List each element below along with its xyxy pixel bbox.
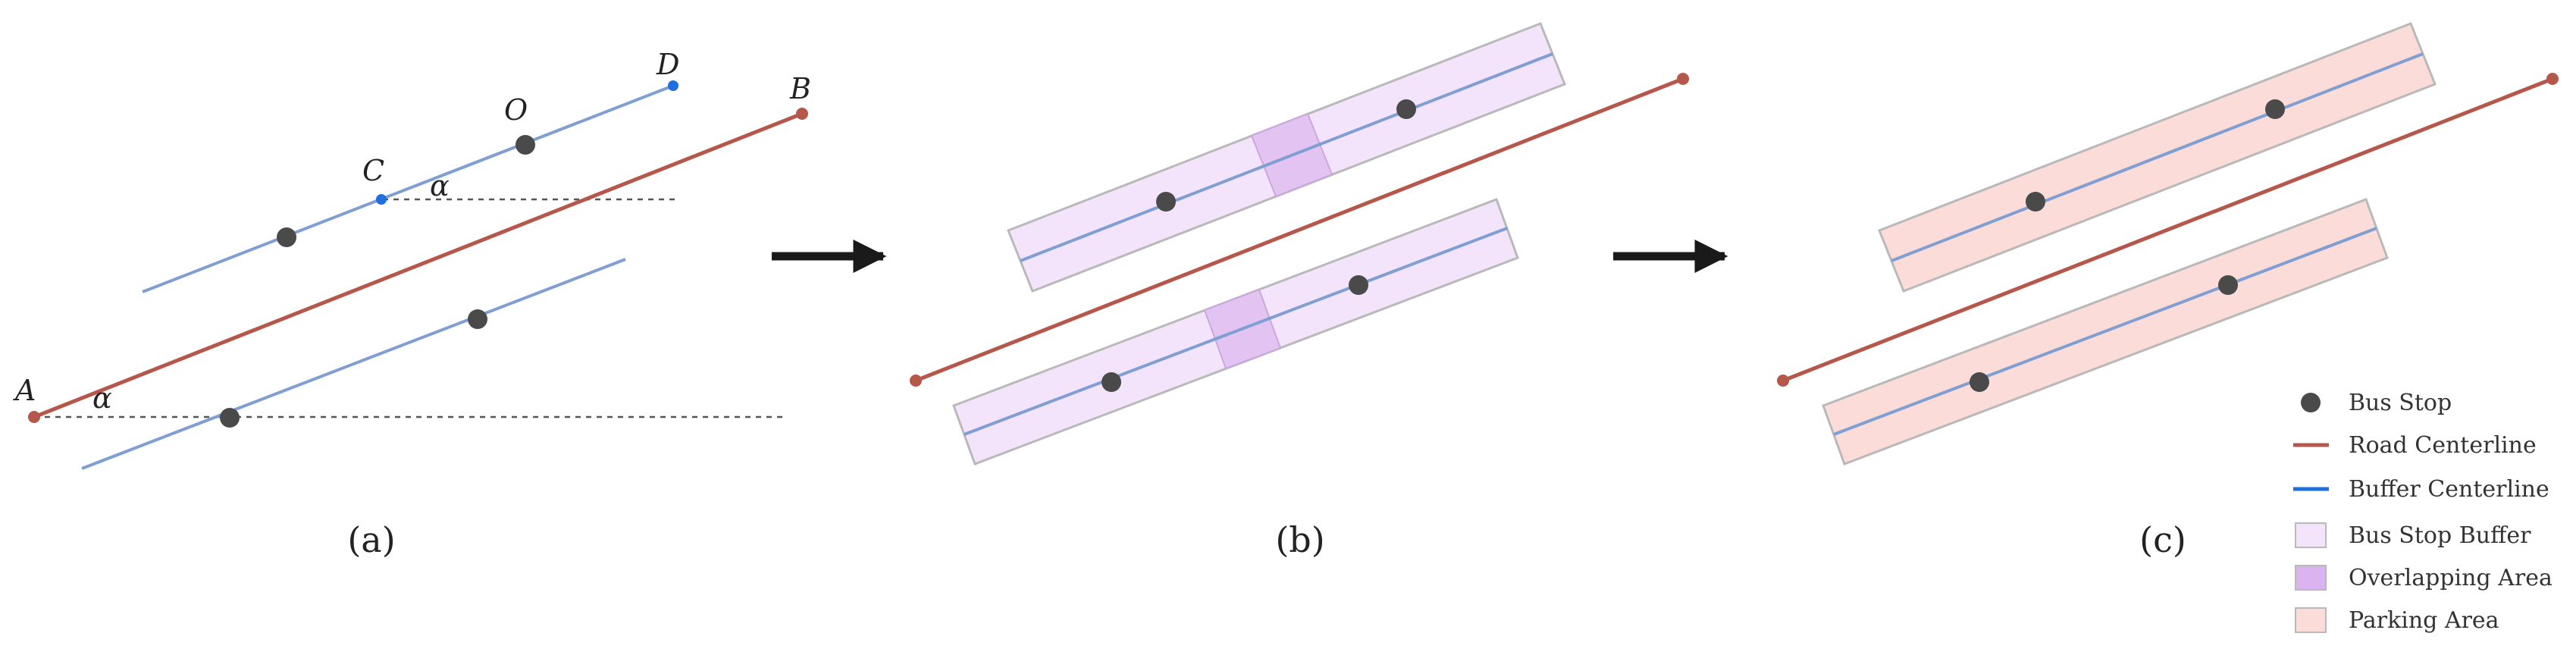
panel-b: (b) <box>910 22 1689 560</box>
legend-item-bus-stop: Bus Stop <box>2301 390 2452 416</box>
bus-stop <box>2218 275 2238 295</box>
point-c <box>376 194 387 205</box>
buffer-centerline-upper <box>142 84 674 293</box>
label-angle-top: α <box>430 169 450 202</box>
bus-stop <box>1349 275 1368 295</box>
panel-label-b: (b) <box>1275 519 1324 560</box>
label-angle-bottom: α <box>92 381 112 415</box>
bus-stop <box>2265 99 2285 119</box>
bus-stop <box>277 227 296 247</box>
bus-stop <box>468 309 487 329</box>
legend-label: Road Centerline <box>2349 432 2537 459</box>
road-endpoint <box>910 375 922 387</box>
label-point-a: A <box>13 374 36 407</box>
legend-label: Buffer Centerline <box>2349 476 2549 503</box>
legend-label: Parking Area <box>2349 607 2499 634</box>
panel-label-c: (c) <box>2139 519 2186 560</box>
bus-stop <box>1102 372 1121 392</box>
panel-a: A B C D O α α (a) <box>13 48 811 560</box>
road-centerline-c <box>1782 77 2553 383</box>
legend: Bus Stop Road Centerline Buffer Centerli… <box>2293 390 2552 634</box>
road-endpoint <box>2546 73 2559 85</box>
label-point-c: C <box>362 154 384 187</box>
buffer-centerline-lower <box>81 258 626 470</box>
road-centerline-b <box>915 77 1684 383</box>
legend-label: Overlapping Area <box>2349 565 2552 591</box>
bus-stop <box>2026 192 2045 212</box>
label-point-b: B <box>789 72 811 105</box>
legend-bus-stop-icon <box>2301 393 2321 412</box>
road-endpoint-a <box>28 411 40 423</box>
legend-parking-swatch <box>2295 607 2327 633</box>
buffer-centerline-c-upper <box>1891 52 2424 262</box>
legend-item-overlapping-area: Overlapping Area <box>2295 565 2552 591</box>
road-endpoint-b <box>796 108 808 120</box>
point-d <box>668 80 678 91</box>
legend-item-buffer-centerline: Buffer Centerline <box>2293 476 2549 503</box>
legend-overlap-swatch <box>2295 565 2327 591</box>
label-point-o: O <box>504 93 528 127</box>
buffer-centerline-b-lower <box>964 227 1508 436</box>
road-endpoint <box>1677 73 1689 85</box>
label-point-d: D <box>656 48 679 81</box>
legend-item-road-centerline: Road Centerline <box>2293 432 2537 459</box>
legend-label: Bus Stop Buffer <box>2349 522 2531 549</box>
bus-stop <box>1156 192 1176 212</box>
buffer-centerline-b-upper <box>1020 52 1553 262</box>
legend-item-parking-area: Parking Area <box>2295 607 2499 634</box>
bus-stop <box>220 408 240 428</box>
panel-label-a: (a) <box>347 519 395 560</box>
legend-buffer-swatch <box>2295 522 2327 548</box>
panel-c: (c) <box>1777 22 2559 560</box>
bus-stop <box>1396 99 1416 119</box>
buffer-centerline-c-lower <box>1833 227 2377 436</box>
legend-item-bus-stop-buffer: Bus Stop Buffer <box>2295 522 2531 549</box>
road-endpoint <box>1777 375 1789 387</box>
bus-stop <box>1970 372 1989 392</box>
road-centerline-ab <box>33 111 803 419</box>
legend-label: Bus Stop <box>2349 390 2452 416</box>
bus-stop <box>516 135 535 155</box>
